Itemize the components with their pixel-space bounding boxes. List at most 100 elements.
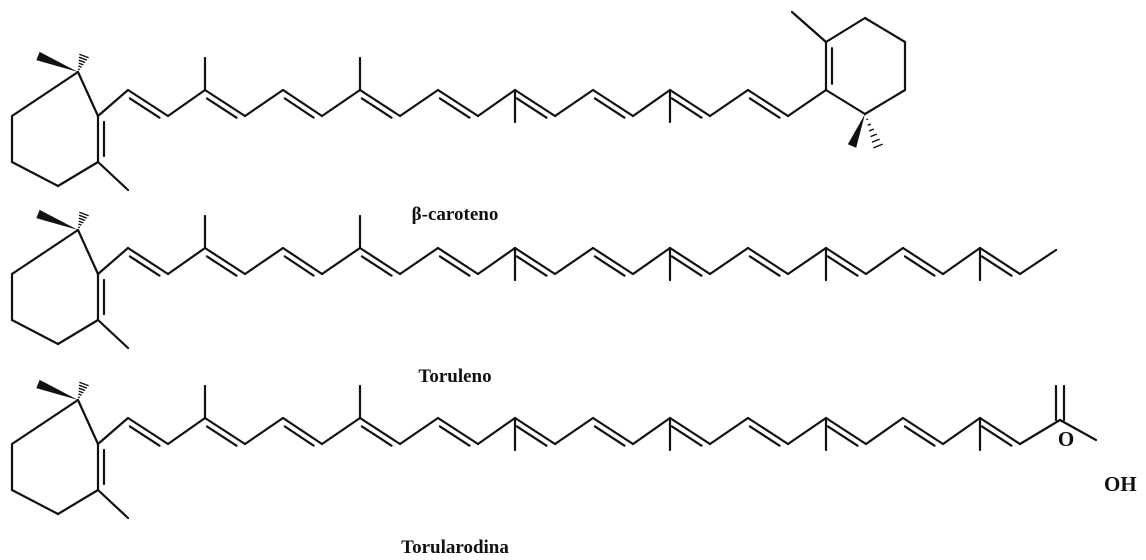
chain-bond — [358, 88, 402, 118]
chain-double-bond — [748, 97, 781, 119]
methyl-hashed — [873, 143, 883, 149]
methyl-hashed — [78, 65, 82, 68]
chain-double-bond — [515, 425, 548, 447]
chain-bond — [476, 246, 517, 276]
chain-bond — [126, 246, 170, 276]
chain-bond — [553, 88, 595, 118]
chain-double-bond — [670, 97, 703, 119]
ring-bond — [76, 228, 100, 276]
chain-double-bond — [748, 255, 781, 277]
torulene-structure — [10, 209, 1058, 350]
chain-bond — [320, 246, 362, 276]
chain-bond — [476, 88, 517, 118]
methyl-hashed — [78, 384, 88, 389]
ring-bond — [863, 88, 907, 116]
chain-double-bond — [205, 255, 238, 277]
chain-bond — [513, 246, 557, 276]
chain-bond — [358, 246, 402, 276]
chain-bond — [398, 88, 440, 118]
chain-double-bond — [128, 255, 161, 277]
chain-double-bond — [980, 425, 1013, 447]
hydroxyl-label: OH — [1104, 472, 1137, 496]
chain-bond — [901, 416, 945, 446]
chain-bond — [864, 246, 905, 276]
methyl-hashed — [77, 68, 81, 71]
ring-bond — [56, 488, 100, 516]
chain-bond — [320, 416, 362, 446]
chain-bond — [203, 416, 247, 446]
chain-bond — [436, 246, 480, 276]
chain-bond — [126, 88, 170, 118]
ring-bond — [56, 318, 100, 346]
chain-double-bond — [515, 97, 548, 119]
chain-bond — [320, 88, 362, 118]
chain-bond — [513, 88, 557, 118]
chain-bond — [901, 246, 945, 276]
ring-bond — [76, 70, 100, 118]
chain-bond — [553, 416, 595, 446]
chain-bond — [591, 416, 635, 446]
methyl-hashed — [79, 53, 89, 59]
chain-bond — [96, 246, 130, 276]
methyl-wedge — [36, 209, 78, 230]
methyl-hashed — [870, 133, 878, 138]
chain-bond — [708, 416, 750, 446]
chain-bond — [476, 416, 517, 446]
chain-bond — [358, 416, 402, 446]
methyl-hashed — [78, 59, 86, 64]
chain-bond — [398, 246, 440, 276]
chain-bond — [941, 246, 982, 276]
chain-double-bond — [670, 255, 703, 277]
ring-bond — [10, 488, 60, 516]
chain-bond — [126, 416, 170, 446]
chain-bond — [281, 416, 324, 446]
chain-double-bond — [903, 255, 936, 277]
chain-bond — [166, 246, 207, 276]
chain-bond — [631, 416, 672, 446]
methyl-hashed — [868, 128, 875, 132]
chain-double-bond — [360, 255, 393, 277]
torularhodin-label: Torularodina — [401, 537, 509, 558]
methyl-hashed — [78, 387, 86, 392]
chain-bond — [668, 88, 712, 118]
chain-bond — [746, 246, 790, 276]
methyl-hashed — [78, 217, 86, 222]
hydroxyl-bond — [1058, 418, 1098, 442]
chain-bond — [553, 246, 595, 276]
chain-bond — [591, 246, 635, 276]
chain-bond — [436, 88, 480, 118]
methyl-hashed — [78, 62, 84, 66]
methyl-hashed — [867, 123, 872, 126]
carboxyl-bond — [1018, 418, 1062, 446]
chain-double-bond — [670, 425, 703, 447]
chain-bond — [864, 416, 905, 446]
carbonyl-oxygen-label: O — [1058, 427, 1074, 451]
chain-double-bond — [826, 425, 859, 447]
chain-bond — [786, 88, 828, 118]
chain-bond — [398, 416, 440, 446]
methyl-bond — [790, 10, 828, 44]
chain-double-bond — [438, 255, 471, 277]
ring-bond — [76, 398, 100, 446]
chain-bond — [824, 246, 868, 276]
methyl-bond — [96, 488, 130, 520]
ring-bond — [10, 398, 80, 446]
methyl-bond — [96, 318, 130, 350]
beta-carotene-structure — [10, 10, 907, 192]
beta-carotene-label: β-caroteno — [412, 204, 499, 225]
torularhodin-structure — [10, 379, 1098, 520]
chain-double-bond — [980, 255, 1013, 277]
chain-double-bond — [438, 97, 471, 119]
methyl-hashed — [78, 56, 88, 61]
chain-bond — [668, 416, 712, 446]
chain-bond — [941, 416, 982, 446]
chain-bond — [96, 416, 130, 446]
chain-bond — [96, 88, 130, 118]
chain-double-bond — [593, 425, 626, 447]
chain-double-bond — [283, 255, 315, 277]
chain-bond — [746, 416, 790, 446]
chain-double-bond — [283, 425, 315, 447]
methyl-hashed — [77, 396, 81, 399]
ring-bond — [863, 16, 907, 44]
methyl-wedge — [36, 51, 78, 72]
